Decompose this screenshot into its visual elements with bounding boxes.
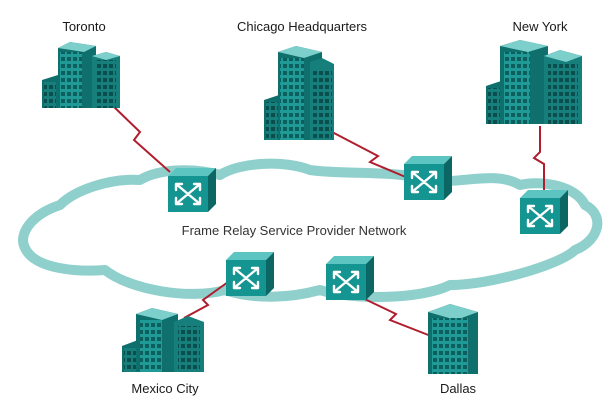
- site-label-chicago: Chicago Headquarters: [237, 19, 368, 34]
- serial-link-toronto: [111, 104, 171, 173]
- serial-link-mexico: [183, 281, 229, 319]
- frame-relay-switch-icon: [520, 190, 568, 234]
- site-label-dallas: Dallas: [440, 381, 477, 396]
- frame-relay-switches: [168, 156, 568, 300]
- frame-relay-cloud: Frame Relay Service Provider Network: [18, 158, 603, 302]
- office-building-icon: [122, 308, 204, 372]
- frame-relay-switch-icon: [226, 252, 274, 296]
- office-building-icon: [486, 40, 582, 124]
- site-label-toronto: Toronto: [62, 19, 105, 34]
- frame-relay-switch-icon: [404, 156, 452, 200]
- site-label-newyork: New York: [513, 19, 568, 34]
- office-building-icon: [264, 46, 334, 140]
- serial-link-newyork: [532, 126, 545, 190]
- office-building-icon: [428, 304, 478, 374]
- office-building-icon: [42, 42, 120, 108]
- frame-relay-switch-icon: [326, 256, 374, 300]
- cloud-label: Frame Relay Service Provider Network: [182, 223, 407, 238]
- serial-link-dallas: [349, 291, 437, 339]
- serial-link-chicago: [331, 131, 409, 179]
- frame-relay-switch-icon: [168, 168, 216, 212]
- site-label-mexico: Mexico City: [131, 381, 199, 396]
- serial-links: [111, 104, 545, 339]
